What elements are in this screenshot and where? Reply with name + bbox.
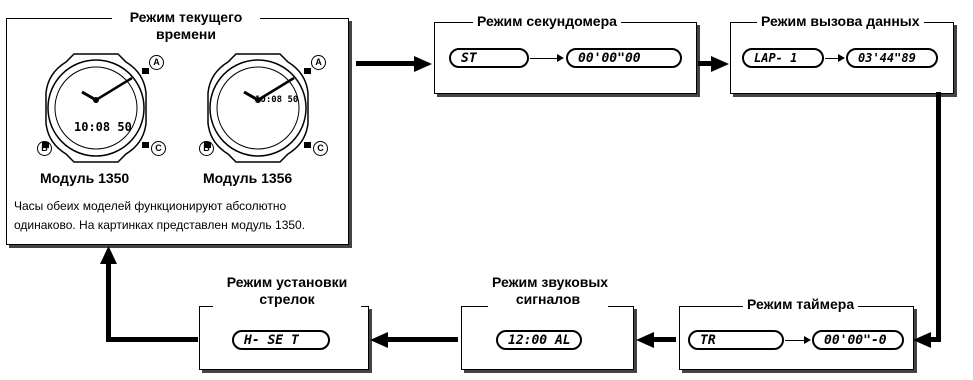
stopwatch-from-display: ST	[449, 48, 529, 68]
hand-setting-display: H- SE T	[232, 330, 330, 350]
stopwatch-connector	[530, 54, 564, 62]
recall-to-display: 03'44"89	[846, 48, 938, 68]
minute-hand	[257, 76, 295, 102]
flow-arrow-recall-down	[936, 92, 941, 342]
alarm-mode-title: Режим звуковых сигналов	[488, 274, 608, 308]
watch-left-button-a[interactable]: A	[149, 55, 164, 70]
flow-arrow-hand-setting-up	[106, 262, 111, 342]
watch-dial	[216, 66, 300, 150]
models-note: Часы обеих моделей функционируют абсолют…	[14, 199, 306, 232]
flow-arrowhead-to-current-time	[100, 246, 117, 264]
stopwatch-to-display: 00'00"00	[566, 48, 682, 68]
flow-arrowhead-time-to-stopwatch	[414, 56, 432, 72]
flow-arrow-time-to-stopwatch	[356, 61, 418, 66]
flow-arrowhead-recall-to-timer	[913, 332, 931, 348]
button-c-stem	[304, 142, 311, 148]
hand-setting-mode-title: Режим установки стрелок	[213, 274, 361, 308]
stopwatch-mode-box	[434, 22, 697, 94]
alarm-mode-box	[461, 306, 634, 370]
hand-setting-mode-box	[199, 306, 369, 370]
watch-right-button-c[interactable]: C	[313, 141, 328, 156]
model-1350-label: Модуль 1350	[40, 170, 130, 186]
flow-arrowhead-alarm-to-hand-setting	[370, 332, 388, 348]
recall-from-display: LAP- 1	[742, 48, 824, 68]
stopwatch-mode-title: Режим секундомера	[473, 13, 621, 30]
button-a-stem	[142, 68, 149, 74]
watch-module-1350	[42, 53, 149, 163]
watch-left-button-c[interactable]: C	[151, 141, 166, 156]
watch-left-button-b[interactable]: B	[37, 141, 52, 156]
recall-connector	[825, 54, 845, 62]
timer-from-display: TR	[688, 330, 784, 350]
hand-pivot	[255, 97, 261, 103]
recall-mode-title: Режим вызова данных	[757, 13, 924, 30]
flow-arrowhead-stopwatch-to-recall	[711, 56, 729, 72]
flow-arrow-hand-setting-left	[106, 337, 198, 342]
alarm-display: 12:00 AL	[496, 330, 582, 350]
flow-arrowhead-timer-to-alarm	[636, 332, 654, 348]
model-1356-label: Модуль 1356	[203, 170, 293, 186]
hand-pivot	[93, 97, 99, 103]
watch-dial	[54, 66, 138, 150]
timer-to-display: 00'00"-0	[812, 330, 904, 350]
flow-arrow-alarm-to-hand-setting	[386, 337, 458, 342]
watch-module-1356	[204, 53, 311, 163]
watch-right-button-b[interactable]: B	[199, 141, 214, 156]
flow-arrow-stopwatch-to-recall	[698, 61, 714, 66]
button-a-stem	[304, 68, 311, 74]
watch-right-button-a[interactable]: A	[311, 55, 326, 70]
minute-hand	[95, 76, 133, 102]
button-c-stem	[142, 142, 149, 148]
timer-mode-title: Режим таймера	[743, 296, 859, 313]
flow-arrow-recall-to-timer	[930, 337, 941, 342]
flow-arrow-timer-to-alarm	[652, 337, 676, 342]
watch-left-digital: 10:08 50	[74, 120, 132, 134]
current-time-mode-title: Режим текущего времени	[112, 9, 260, 43]
watch-right-digital: 10:08 50	[255, 95, 299, 105]
timer-connector	[785, 336, 811, 344]
